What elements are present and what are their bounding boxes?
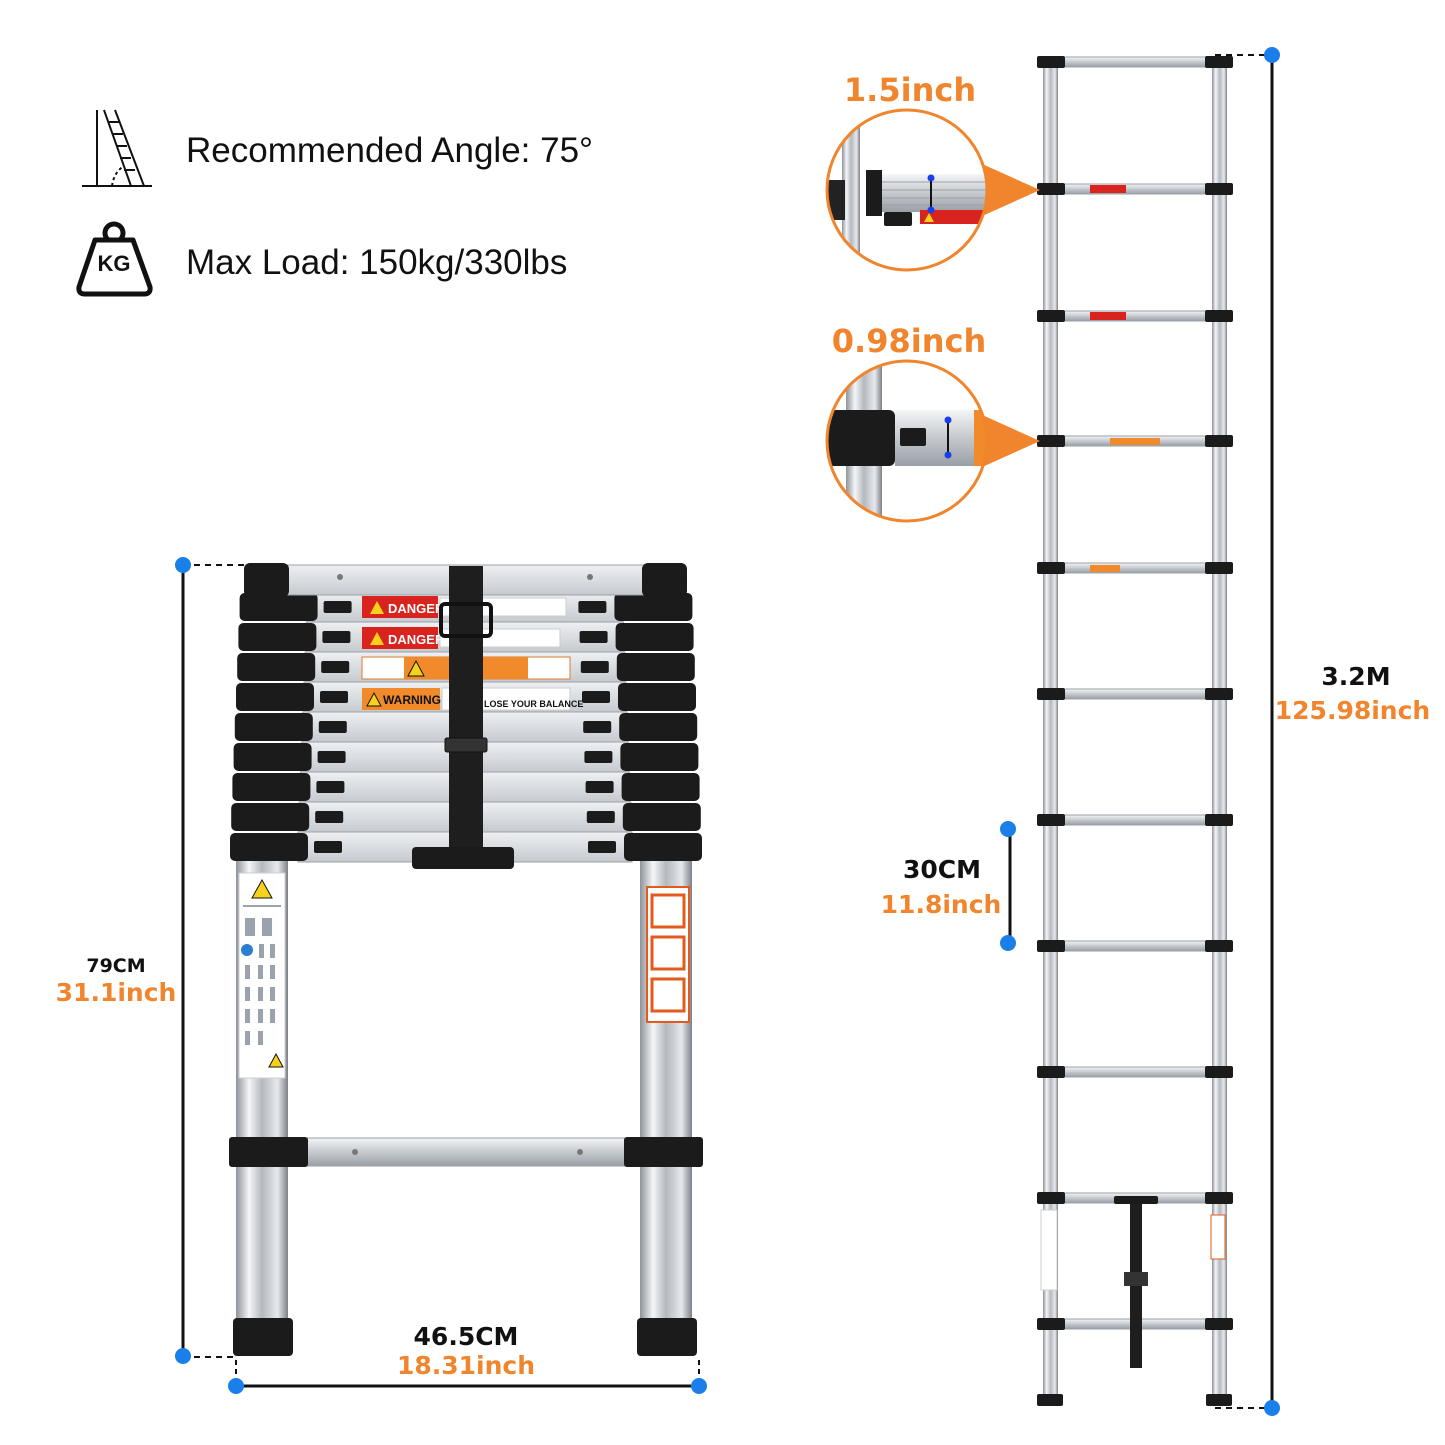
ladder-angle-icon: [82, 109, 152, 187]
collapsed-width-inch: 18.31inch: [396, 1351, 536, 1380]
extended-rung: [1037, 688, 1233, 700]
danger-label-text: DANGER: [388, 601, 445, 616]
extended-rung: [1037, 183, 1233, 195]
extended-rung: [1037, 940, 1233, 952]
balance-label-text: LOSE YOUR BALANCE: [484, 699, 583, 709]
danger-label-text: DANGER: [388, 632, 445, 647]
collapsed-width-dimension: [228, 1360, 707, 1394]
rung-depth-inch: 0.98inch: [831, 322, 987, 360]
kg-icon-label: KG: [97, 251, 131, 276]
rung-spacing-cm: 30CM: [902, 855, 981, 884]
extended-height-inch: 125.98inch: [1274, 696, 1431, 725]
rung-spacing-inch: 11.8inch: [880, 890, 1002, 919]
extended-rung: [1037, 1066, 1233, 1078]
extended-rung: [1037, 814, 1233, 826]
rung-depth-zoom: [825, 359, 1040, 523]
extended-rung: [1037, 56, 1233, 68]
recommended-angle-text: Recommended Angle: 75°: [186, 131, 594, 170]
collapsed-width-cm: 46.5CM: [413, 1322, 519, 1351]
collapsed-ladder: DANGER DANGER WARNING LOSE YOUR BALANCE: [229, 563, 703, 1356]
extended-height-m: 3.2M: [1321, 662, 1391, 691]
warning-label: WARNING LOSE YOUR BALANCE: [362, 687, 583, 711]
extended-rung: [1037, 562, 1233, 574]
weight-kg-icon: [76, 221, 153, 297]
rung-width-inch: 1.5inch: [843, 71, 977, 109]
warning-label-text: WARNING: [383, 693, 441, 707]
retaining-strap: [412, 566, 514, 869]
collapsed-height-cm: 79CM: [86, 955, 146, 977]
extended-ladder: [1037, 56, 1233, 1406]
collapsed-height-dimension: [175, 557, 246, 1364]
max-load-text: Max Load: 150kg/330lbs: [186, 243, 568, 282]
rung-width-zoom: [825, 108, 1040, 272]
extended-rung: [1037, 310, 1233, 322]
rung-spacing-dimension: [1000, 821, 1016, 951]
collapsed-height-inch: 31.1inch: [55, 978, 177, 1007]
extended-height-dimension: [1215, 47, 1280, 1416]
collapsed-rung: [232, 771, 700, 803]
